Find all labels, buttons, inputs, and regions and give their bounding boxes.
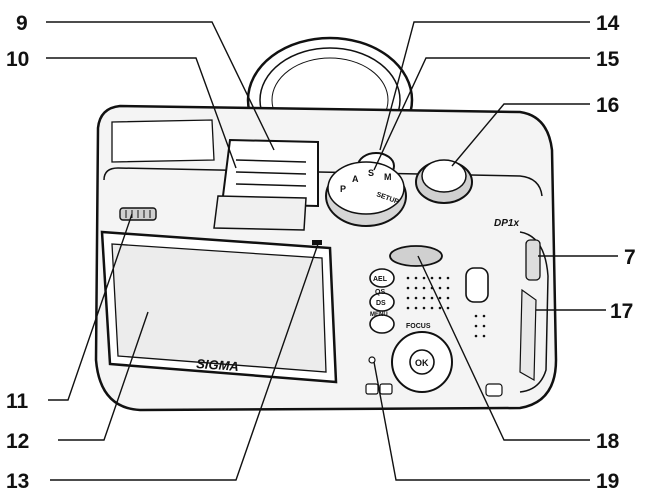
ael-label: AEL <box>373 276 388 283</box>
callout-9: 9 <box>16 12 28 35</box>
callout-13: 13 <box>6 470 29 493</box>
command-dial <box>389 245 443 267</box>
hot-shoe <box>213 138 319 231</box>
callout-7: 7 <box>624 246 636 269</box>
leader-13 <box>50 243 319 481</box>
dial-p-label: P <box>340 184 346 194</box>
model-label: DP1x <box>494 218 519 229</box>
menu-label: MENU <box>370 312 388 318</box>
leader-10 <box>46 57 237 169</box>
callout-12: 12 <box>6 430 29 453</box>
brand-logo: SIGMA <box>196 356 240 374</box>
rear-buttons <box>365 267 503 397</box>
leader-12 <box>58 311 149 441</box>
dial-m-label: M <box>384 172 392 182</box>
callout-14: 14 <box>596 12 620 35</box>
dial-s-label: S <box>368 168 374 178</box>
callout-19: 19 <box>596 470 619 493</box>
callout-10: 10 <box>6 48 29 71</box>
leader-11 <box>48 213 133 401</box>
leader-9 <box>46 21 275 151</box>
dial-a-label: A <box>352 174 359 184</box>
callout-15: 15 <box>596 48 620 71</box>
callout-numbers: 9 10 11 12 13 14 15 16 7 17 18 19 <box>6 12 636 493</box>
focus-label: FOCUS <box>406 323 431 330</box>
lcd-screen <box>100 230 338 384</box>
flash-switch <box>119 207 157 221</box>
callout-16: 16 <box>596 94 619 117</box>
leader-15 <box>373 57 590 171</box>
ds-label: DS <box>376 300 386 307</box>
leader-lines <box>46 21 618 481</box>
callout-17: 17 <box>610 300 633 323</box>
leader-19 <box>373 361 590 481</box>
leader-16 <box>451 103 590 167</box>
callout-11: 11 <box>6 390 29 413</box>
leader-14 <box>379 21 590 151</box>
ok-label: OK <box>415 358 429 368</box>
qs-label: QS <box>375 289 385 296</box>
leader-18 <box>417 255 590 441</box>
callout-18: 18 <box>596 430 620 453</box>
